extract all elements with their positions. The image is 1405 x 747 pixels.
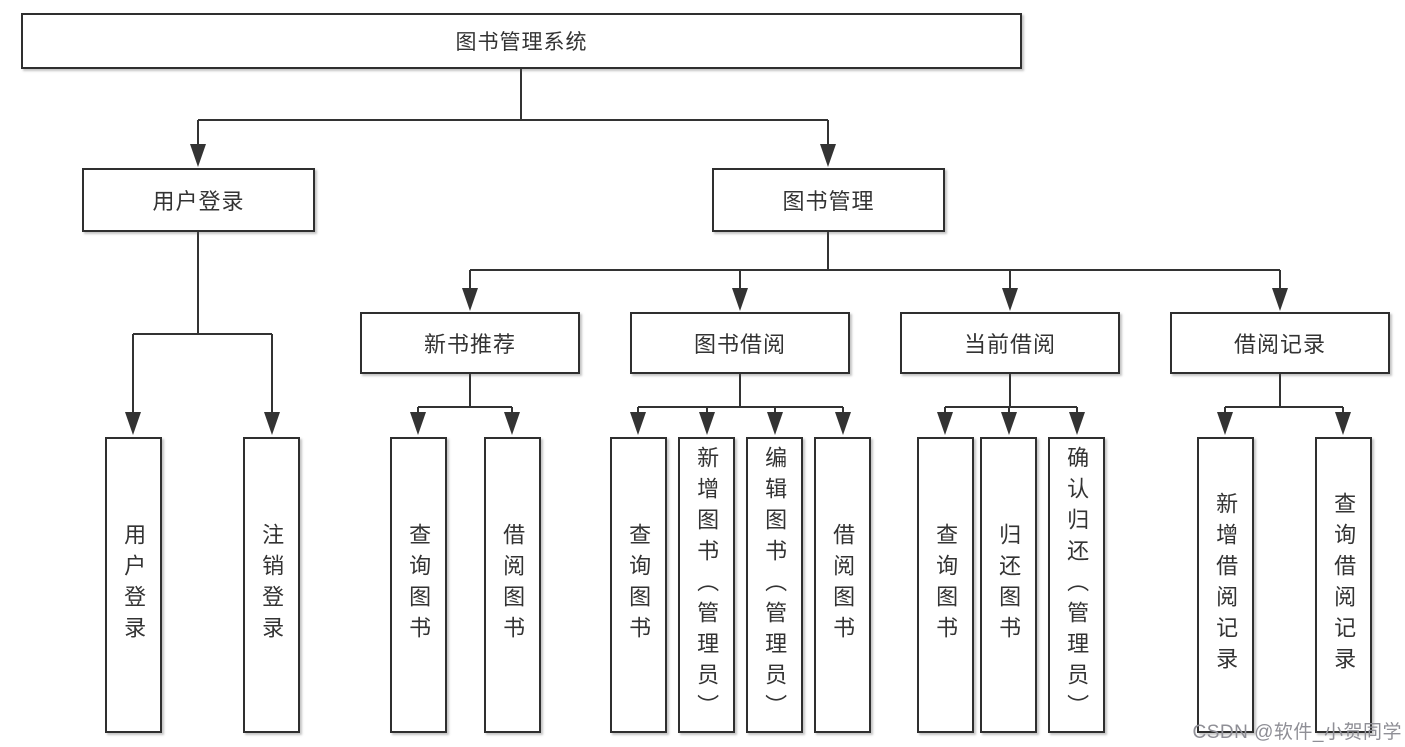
leaf-edit-books-admin: 编辑图书（管理员）	[746, 437, 803, 733]
leaf-query-books-recommend: 查询图书	[390, 437, 447, 733]
leaf-user-login-label: 用户登录	[121, 523, 147, 647]
leaf-query-books-borrow-label: 查询图书	[626, 523, 652, 647]
node-new-book-recommend: 新书推荐	[360, 312, 580, 374]
leaf-confirm-return-admin-label: 确认归还（管理员）	[1064, 445, 1090, 725]
node-borrow-records: 借阅记录	[1170, 312, 1390, 374]
leaf-borrow-books: 借阅图书	[814, 437, 871, 733]
leaf-add-books-admin-label: 新增图书（管理员）	[694, 445, 720, 725]
leaf-query-books-current: 查询图书	[917, 437, 974, 733]
leaf-query-borrow-record: 查询借阅记录	[1315, 437, 1372, 733]
leaf-borrow-books-label: 借阅图书	[830, 523, 856, 647]
node-current-borrow: 当前借阅	[900, 312, 1120, 374]
leaf-edit-books-admin-label: 编辑图书（管理员）	[762, 445, 788, 725]
leaf-query-books-borrow: 查询图书	[610, 437, 667, 733]
leaf-query-borrow-record-label: 查询借阅记录	[1331, 492, 1357, 678]
node-user-login-branch: 用户登录	[82, 168, 315, 232]
leaf-confirm-return-admin: 确认归还（管理员）	[1048, 437, 1105, 733]
leaf-logout-label: 注销登录	[259, 523, 285, 647]
leaf-user-login: 用户登录	[105, 437, 162, 733]
leaf-return-books-label: 归还图书	[996, 523, 1022, 647]
node-root: 图书管理系统	[21, 13, 1022, 69]
leaf-return-books: 归还图书	[980, 437, 1037, 733]
leaf-query-books-recommend-label: 查询图书	[406, 523, 432, 647]
leaf-add-borrow-record: 新增借阅记录	[1197, 437, 1254, 733]
csdn-watermark: CSDN @软件_小贺同学	[1192, 722, 1402, 743]
leaf-borrow-books-recommend: 借阅图书	[484, 437, 541, 733]
leaf-logout: 注销登录	[243, 437, 300, 733]
node-book-borrow: 图书借阅	[630, 312, 850, 374]
leaf-query-books-current-label: 查询图书	[933, 523, 959, 647]
leaf-add-books-admin: 新增图书（管理员）	[678, 437, 735, 733]
leaf-add-borrow-record-label: 新增借阅记录	[1213, 492, 1239, 678]
node-book-management: 图书管理	[712, 168, 945, 232]
leaf-borrow-books-recommend-label: 借阅图书	[500, 523, 526, 647]
